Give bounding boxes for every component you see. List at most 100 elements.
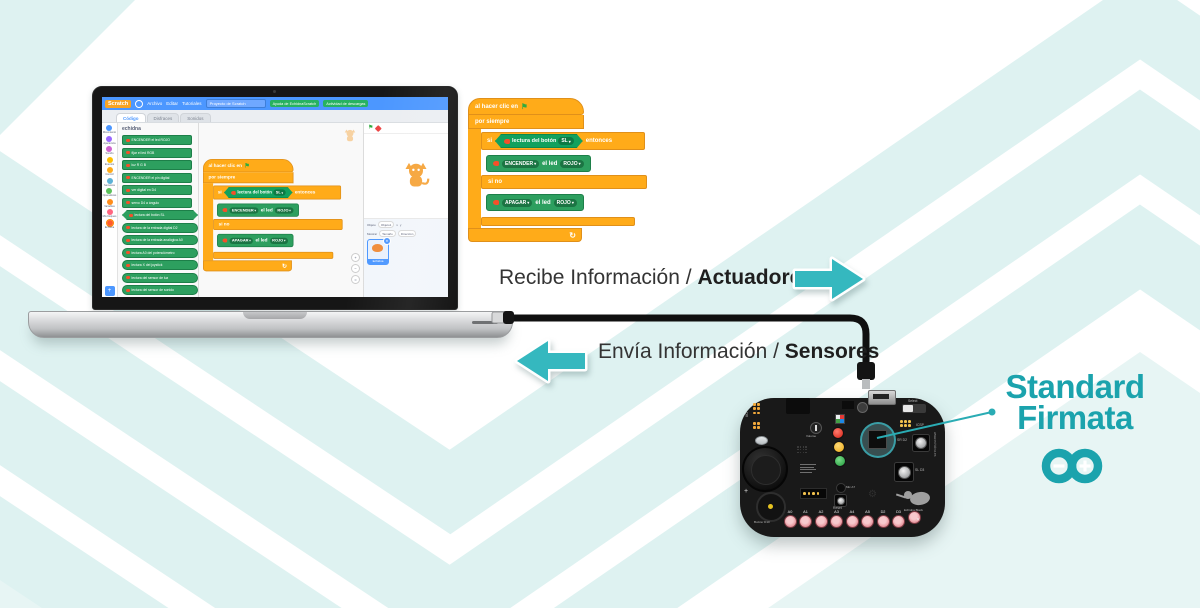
editor-tabs: Código Disfraces Sonidos (102, 110, 448, 123)
tab-disfraces[interactable]: Disfraces (146, 113, 180, 122)
hat-block[interactable]: al hacer clic en⚑ (468, 98, 584, 115)
size-input[interactable]: Tamaño (379, 230, 396, 237)
language-globe-icon[interactable] (135, 99, 144, 108)
cat-sprite[interactable] (402, 162, 430, 188)
tab-codigo[interactable]: Código (116, 113, 146, 122)
palette-block[interactable]: lectura del sensor de luz (122, 272, 198, 283)
cat-watermark-icon (344, 129, 356, 142)
tab-sonidos[interactable]: Sonidos (180, 113, 211, 122)
pad-a4 (845, 515, 859, 528)
laptop-screen: Scratch Archivo Editar Tutoriales Proyec… (92, 86, 458, 310)
buzzer (756, 492, 786, 522)
palette-block[interactable]: lectura X del joystick (122, 260, 198, 270)
pad-a3 (830, 515, 843, 528)
dropdown-sl[interactable]: SL (273, 189, 285, 195)
component-module (786, 398, 810, 414)
menu-tutoriales[interactable]: Tutoriales (181, 101, 202, 106)
zoom-reset-button[interactable]: = (351, 275, 360, 284)
green-flag-button[interactable]: ⚑ (368, 125, 374, 131)
sprite-thumbnail[interactable]: Echidna ✕ (367, 237, 391, 265)
scratch-logo[interactable]: Scratch (105, 99, 132, 108)
dropdown-rojo[interactable]: ROJO (553, 198, 577, 207)
palette-block[interactable]: lectura del botón SL (122, 210, 198, 220)
dropdown-rojo[interactable]: ROJO (560, 159, 584, 168)
category-eventos[interactable]: Eventos (105, 156, 114, 166)
forever-block[interactable]: por siempre (203, 172, 294, 184)
volume-label: Volume (806, 434, 817, 438)
delete-sprite-badge[interactable]: ✕ (383, 237, 391, 245)
palette-block[interactable]: lectura A0 del potenciómetro (122, 247, 198, 258)
palette-block[interactable]: ver digital en D4 (122, 185, 192, 195)
stage-column: ⚑ Objeto (363, 123, 448, 297)
echidna-icon (126, 201, 130, 204)
dropdown-apagar[interactable]: APAGAR (502, 198, 533, 207)
block-category-strip: Movimiento Apariencia Sonido Eventos Con… (102, 123, 118, 297)
category-variables[interactable]: Variables (104, 198, 115, 208)
palette-block[interactable]: servo D4 a ángulo (122, 197, 192, 208)
menu-archivo[interactable]: Archivo (147, 101, 163, 106)
category-movimiento[interactable]: Movimiento (103, 125, 116, 134)
stage[interactable] (364, 134, 448, 219)
category-sensores[interactable]: Sensores (104, 177, 115, 187)
gear-icon: ⚙ (868, 489, 877, 500)
dropdown-encender[interactable]: ENCENDER (229, 206, 259, 214)
green-led (834, 455, 846, 467)
dropdown-encender[interactable]: ENCENDER (502, 159, 540, 168)
sprite-name-input[interactable]: Objeto1 (377, 221, 395, 228)
category-apariencia[interactable]: Apariencia (103, 135, 116, 145)
zoom-in-button[interactable]: + (351, 253, 360, 262)
palette-block[interactable]: luz R G B (122, 160, 192, 170)
yellow-led (833, 441, 845, 453)
echidna-icon (126, 163, 130, 167)
dropdown-rojo[interactable]: ROJO (275, 206, 294, 214)
floating-script[interactable]: al hacer clic en⚑ por siempre si lectura… (468, 98, 647, 242)
send-label: Envía Información / Sensores (598, 340, 880, 363)
echidna-icon (126, 263, 130, 267)
forever-block[interactable]: por siempre (468, 115, 584, 129)
palette-block[interactable]: lectura del sensor de sonido (122, 285, 198, 295)
script-stack-mini[interactable]: al hacer clic en⚑ por siempre si lectura… (203, 159, 343, 272)
category-dot (106, 188, 113, 194)
category-control[interactable]: Control (105, 167, 114, 176)
project-name-input[interactable]: Proyecto de Scratch (205, 99, 266, 108)
dropdown-sl[interactable]: SL (558, 137, 573, 145)
category-sonido[interactable]: Sonido (105, 146, 114, 155)
palette-block[interactable]: lectura de la entrada analógica A0 (122, 235, 198, 245)
echidna-icon (222, 238, 228, 243)
pad-a2 (814, 515, 828, 528)
add-extension-button[interactable]: + (104, 286, 115, 296)
echidna-icon (493, 200, 499, 205)
category-operadores[interactable]: Operadores (103, 188, 116, 197)
palette-block[interactable]: lectura de la entrada digital D2 (122, 222, 198, 233)
block-palette: echidna ENCENDER el led ROJO fijar el le… (118, 123, 199, 297)
echidna-icon (126, 238, 130, 242)
dropdown-rojo[interactable]: ROJO (269, 237, 288, 244)
menu-editar[interactable]: Editar (166, 101, 178, 106)
palette-header: echidna (122, 126, 141, 132)
category-echidna[interactable]: Echidna (105, 218, 114, 229)
direction-input[interactable]: Dirección (397, 230, 417, 237)
category-dot (106, 156, 113, 163)
palette-block[interactable]: fijar el led RGB (122, 147, 192, 158)
arrow-right-icon (792, 256, 866, 302)
category-mis-bloques[interactable]: Mis bloques (103, 209, 116, 218)
push-button-sl (894, 462, 914, 482)
dropdown-apagar[interactable]: APAGAR (229, 237, 254, 244)
help-button[interactable]: Ayuda de EchidnaScratch (269, 100, 320, 107)
code-workspace[interactable]: al hacer clic en⚑ por siempre si lectura… (199, 123, 363, 297)
zoom-out-button[interactable]: − (351, 264, 360, 273)
palette-block[interactable]: ENCENDER el pin digital (122, 172, 192, 183)
palette-block[interactable]: ENCENDER el led ROJO (122, 135, 192, 145)
activity-button[interactable]: Actividad de descargas (323, 100, 369, 107)
echidna-icon (126, 288, 130, 292)
red-led (832, 427, 844, 439)
mic-label: Mic A7 (846, 485, 856, 489)
